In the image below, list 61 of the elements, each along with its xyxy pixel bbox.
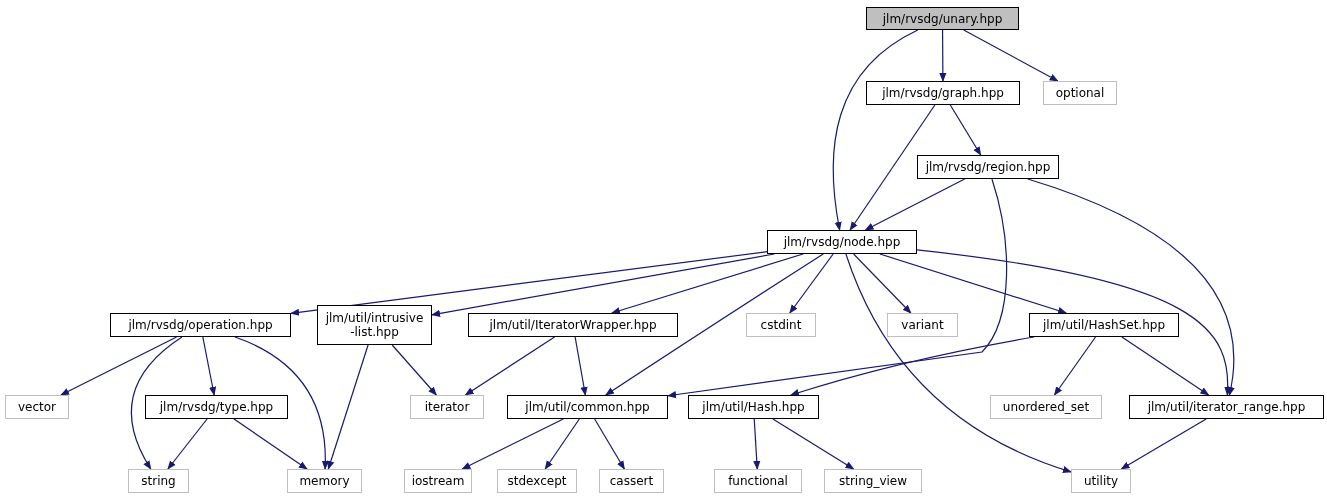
include-arrow bbox=[167, 418, 208, 470]
system-header-box: unordered_set bbox=[990, 395, 1102, 419]
system-header-box: stdexcept bbox=[497, 469, 577, 493]
system-header-box: utility bbox=[1071, 469, 1131, 493]
include-arrow bbox=[772, 418, 855, 470]
include-arrow bbox=[60, 336, 178, 396]
include-arrow bbox=[753, 418, 761, 470]
header-file-box: jlm/util/IteratorWrapper.hpp bbox=[468, 313, 678, 337]
header-file-box: jlm/rvsdg/region.hpp bbox=[917, 155, 1059, 179]
header-file-box: jlm/rvsdg/graph.hpp bbox=[866, 81, 1020, 105]
include-arrow bbox=[574, 336, 588, 396]
system-header-box: optional bbox=[1043, 81, 1117, 105]
include-arrow bbox=[327, 344, 369, 470]
include-arrow bbox=[939, 29, 947, 82]
include-arrow bbox=[461, 418, 564, 470]
include-arrow bbox=[1121, 336, 1210, 396]
header-file-box: jlm/rvsdg/unary.hpp bbox=[866, 7, 1019, 30]
system-header-box: string bbox=[128, 469, 189, 493]
include-arrow bbox=[916, 249, 1232, 396]
system-header-box: string_view bbox=[824, 469, 922, 493]
header-file-box: jlm/util/iterator_range.hpp bbox=[1129, 395, 1324, 419]
include-arrow bbox=[234, 336, 329, 470]
include-arrow bbox=[611, 253, 804, 315]
include-arrow bbox=[130, 336, 183, 470]
include-arrow bbox=[879, 253, 1067, 314]
include-arrow bbox=[391, 344, 437, 396]
include-arrow bbox=[290, 251, 768, 316]
include-arrow bbox=[544, 418, 580, 470]
header-file-box: jlm/util/HashSet.hpp bbox=[1029, 313, 1179, 337]
include-arrow bbox=[864, 178, 966, 231]
include-arrow bbox=[1120, 418, 1207, 470]
system-header-box: iostream bbox=[404, 469, 472, 493]
include-arrow bbox=[233, 418, 308, 470]
header-file-box: jlm/rvsdg/operation.hpp bbox=[110, 313, 291, 337]
system-header-box: vector bbox=[5, 395, 69, 419]
header-file-box: jlm/rvsdg/node.hpp bbox=[767, 230, 917, 254]
include-arrow bbox=[1053, 336, 1097, 396]
system-header-box: memory bbox=[287, 469, 362, 493]
system-header-box: variant bbox=[887, 313, 958, 337]
include-arrow bbox=[845, 253, 1072, 473]
header-file-box: jlm/util/common.hpp bbox=[507, 395, 668, 419]
include-arrow bbox=[605, 253, 824, 396]
system-header-box: cassert bbox=[599, 469, 664, 493]
include-arrow bbox=[464, 336, 556, 396]
include-arrow bbox=[832, 29, 919, 231]
include-arrow bbox=[949, 104, 982, 156]
system-header-box: cstdint bbox=[746, 313, 816, 337]
system-header-box: functional bbox=[714, 469, 802, 493]
system-header-box: iterator bbox=[410, 395, 484, 419]
include-arrow bbox=[1027, 178, 1235, 396]
include-arrow bbox=[853, 253, 912, 314]
include-arrow bbox=[963, 29, 1059, 82]
header-file-box: jlm/rvsdg/type.hpp bbox=[145, 395, 288, 419]
include-arrow bbox=[202, 336, 217, 396]
include-arrow bbox=[849, 104, 936, 231]
include-arrow bbox=[431, 253, 775, 317]
include-arrow bbox=[667, 178, 1008, 399]
header-file-box: jlm/util/Hash.hpp bbox=[688, 395, 819, 419]
include-arrow bbox=[789, 253, 834, 314]
header-file-box: jlm/util/intrusive -list.hpp bbox=[317, 305, 432, 345]
include-arrow bbox=[594, 418, 625, 470]
